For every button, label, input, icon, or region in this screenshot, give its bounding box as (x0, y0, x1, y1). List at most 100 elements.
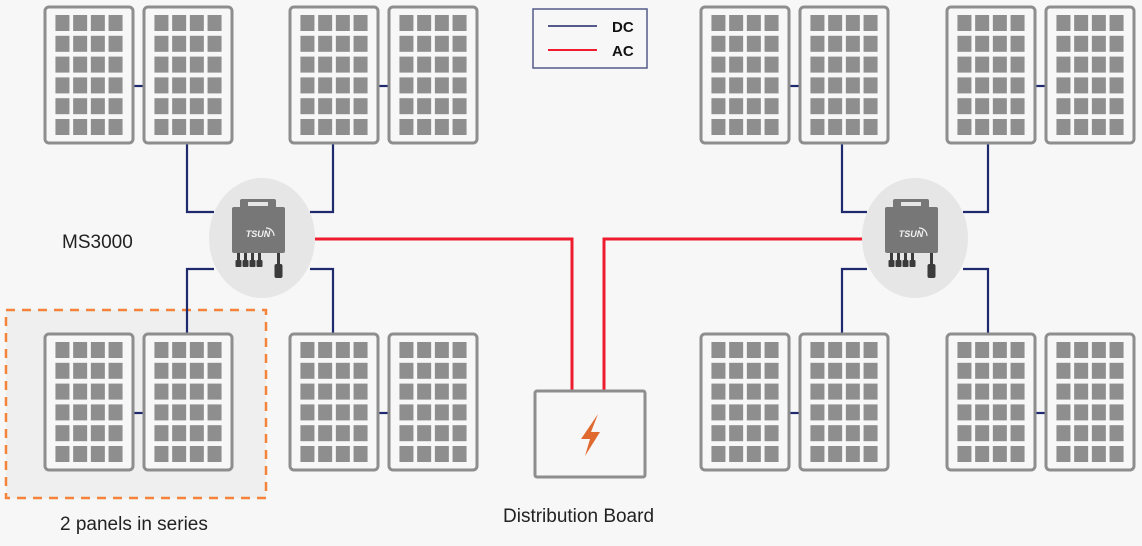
panel-cell (399, 425, 414, 442)
panel-cell (172, 404, 187, 421)
panel-cell (90, 362, 105, 379)
panel-cell (172, 383, 187, 400)
panel-cell (810, 77, 825, 94)
panel-cell (957, 15, 972, 31)
panel-cell (764, 425, 779, 442)
solar-panel (1044, 5, 1136, 145)
dc-connector-pin (237, 253, 240, 261)
panel-cell (300, 425, 315, 442)
panel-cell (399, 383, 414, 400)
ac-connector-plug (274, 264, 283, 278)
panel-cell (207, 77, 222, 94)
panel-cell (434, 362, 449, 379)
panel-cell (318, 56, 333, 73)
panel-cell (90, 446, 105, 462)
panel-cell (729, 35, 744, 52)
panel-cell (55, 404, 70, 421)
panel-cell (207, 98, 222, 115)
panel-cell (172, 446, 187, 462)
panel-cell (154, 362, 169, 379)
inverter-handle-slot (248, 202, 268, 206)
panel-cell (300, 446, 315, 462)
panel-cell (452, 35, 467, 52)
panel-cell (764, 98, 779, 115)
panel-cell (992, 15, 1007, 31)
panel-cell (417, 342, 432, 358)
dc-wire (840, 267, 867, 334)
panel-cell (729, 342, 744, 358)
panel-cell (90, 383, 105, 400)
panel-cell (417, 446, 432, 462)
panel-cell (729, 362, 744, 379)
panel-cell (1074, 119, 1089, 135)
panel-cell (957, 383, 972, 400)
panel-cell (1010, 425, 1025, 442)
panel-cell (1091, 35, 1106, 52)
panel-cell (417, 404, 432, 421)
panel-cell (746, 425, 761, 442)
panel-cell (975, 362, 990, 379)
panel-cell (1010, 446, 1025, 462)
panel-cell (1056, 404, 1071, 421)
panel-cell (417, 362, 432, 379)
panel-cell (154, 404, 169, 421)
panel-cell (73, 404, 88, 421)
panel-cell (711, 15, 726, 31)
panel-cell (189, 425, 204, 442)
panel-cell (828, 425, 843, 442)
panel-cell (300, 77, 315, 94)
ac-cable (277, 253, 280, 265)
panel-cell (318, 35, 333, 52)
panel-cell (1074, 56, 1089, 73)
panel-cell (764, 119, 779, 135)
panel-cell (318, 446, 333, 462)
panel-cell (172, 15, 187, 31)
panel-cell (399, 35, 414, 52)
panel-cell (810, 383, 825, 400)
panel-cell (90, 425, 105, 442)
panel-cell (189, 404, 204, 421)
panel-cell (399, 446, 414, 462)
panel-cell (73, 446, 88, 462)
panel-cell (154, 425, 169, 442)
panel-cell (764, 77, 779, 94)
dc-connector-plug (235, 260, 242, 267)
panel-cell (434, 383, 449, 400)
panel-cell (863, 56, 878, 73)
panel-cell (417, 425, 432, 442)
dc-wire (310, 267, 335, 334)
panel-cell (207, 35, 222, 52)
solar-panel (43, 5, 135, 145)
panel-cell (845, 35, 860, 52)
panel-cell (1010, 342, 1025, 358)
panel-cell (207, 425, 222, 442)
inverter-body (885, 207, 938, 253)
panel-cell (318, 425, 333, 442)
panel-cell (957, 446, 972, 462)
panel-cell (154, 342, 169, 358)
inverter-logo-arc (265, 227, 275, 237)
panel-cell (55, 425, 70, 442)
panel-cell (335, 15, 350, 31)
panel-cell (957, 404, 972, 421)
panel-cell (154, 15, 169, 31)
panel-cell (189, 342, 204, 358)
panel-cell (73, 383, 88, 400)
panel-cell (434, 56, 449, 73)
ac-connector-plug (927, 264, 936, 278)
panel-cell (810, 362, 825, 379)
panel-cell (434, 446, 449, 462)
dc-connector-pin (258, 253, 261, 261)
panel-cell (417, 15, 432, 31)
panel-cell (975, 15, 990, 31)
panel-cell (1109, 383, 1124, 400)
panel-cell (55, 98, 70, 115)
panel-cell (845, 362, 860, 379)
panel-cell (1010, 383, 1025, 400)
panel-cell (828, 56, 843, 73)
panel-cell (353, 404, 368, 421)
panel-cell (828, 404, 843, 421)
panel-cell (764, 342, 779, 358)
panel-cell (957, 56, 972, 73)
